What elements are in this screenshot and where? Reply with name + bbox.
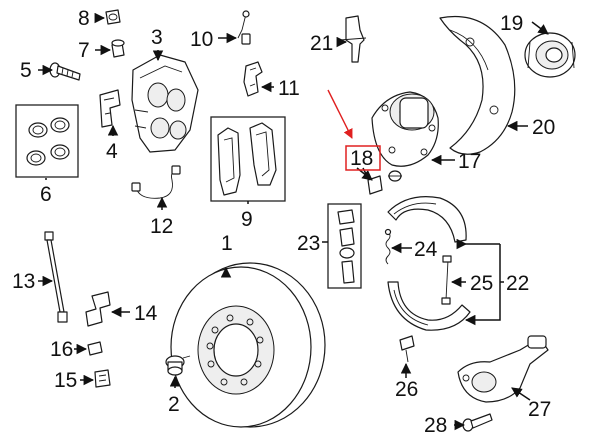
- callout-labels: 1 2 3 4 5 6 7 8 9 10 11 12 13 14 15 16 1…: [12, 7, 555, 437]
- parking-actuator-part: [457, 335, 549, 403]
- callout-2: 2: [168, 393, 180, 416]
- callout-23: 23: [297, 232, 320, 255]
- dust-shield-part: [439, 15, 516, 155]
- callout-9: 9: [241, 208, 253, 231]
- callout-10: 10: [190, 28, 213, 51]
- callout-24: 24: [414, 238, 438, 261]
- callout-11: 11: [278, 77, 300, 100]
- wheel-bearing-part: [524, 32, 576, 78]
- rotor-bolt-part: [165, 355, 191, 376]
- bleeder-screw-part: [111, 39, 125, 58]
- adjuster-kit-part: [327, 203, 362, 289]
- wire-harness-part: [131, 165, 181, 199]
- wear-sensor-part: [237, 10, 251, 45]
- highlight-arrow: [327, 89, 353, 139]
- retaining-clip-part: [87, 341, 103, 356]
- brake-pads-part: [210, 116, 286, 202]
- callout-18: 18: [350, 147, 373, 170]
- brake-rotor-part: [170, 262, 326, 428]
- callout-4: 4: [106, 140, 118, 163]
- callout-15: 15: [54, 369, 77, 392]
- callout-12: 12: [150, 215, 173, 238]
- callout-13: 13: [12, 270, 35, 293]
- callout-25: 25: [470, 272, 493, 295]
- hold-down-part: [441, 255, 452, 305]
- hub-assembly-part: [371, 91, 439, 167]
- callout-21: 21: [310, 32, 333, 55]
- highlight-box: [345, 145, 381, 171]
- abs-sensor-part: [339, 15, 367, 63]
- leader-lines: [38, 12, 549, 431]
- caliper-clip-part: [99, 89, 121, 128]
- callout-27: 27: [528, 398, 551, 421]
- callout-26: 26: [395, 378, 418, 401]
- return-spring-part: [384, 228, 392, 265]
- callout-1: 1: [221, 232, 233, 255]
- callout-6: 6: [40, 183, 52, 206]
- callout-20: 20: [532, 116, 555, 139]
- callout-7: 7: [78, 39, 90, 62]
- caliper-bolt-part: [49, 62, 81, 81]
- seal-kit-part: [15, 104, 79, 178]
- callout-16: 16: [50, 338, 73, 361]
- small-clip-part: [94, 369, 111, 388]
- callout-17: 17: [458, 150, 481, 173]
- adjuster-screw-part: [399, 335, 415, 363]
- actuator-bolt-part: [462, 413, 493, 432]
- callout-3: 3: [151, 26, 163, 49]
- callout-28: 28: [424, 414, 447, 437]
- callout-14: 14: [134, 302, 158, 325]
- callout-5: 5: [20, 59, 32, 82]
- hub-bolts-part: [367, 170, 402, 195]
- hose-bracket-part: [85, 291, 111, 327]
- callout-8: 8: [78, 7, 90, 30]
- callout-19: 19: [500, 12, 523, 35]
- brake-shoes-part: [387, 196, 471, 331]
- brake-caliper-part: [131, 54, 199, 153]
- brake-hose-part: [44, 231, 68, 323]
- callout-22: 22: [506, 272, 529, 295]
- bleeder-cap-part: [105, 9, 121, 25]
- sensor-clip-part: [243, 61, 263, 97]
